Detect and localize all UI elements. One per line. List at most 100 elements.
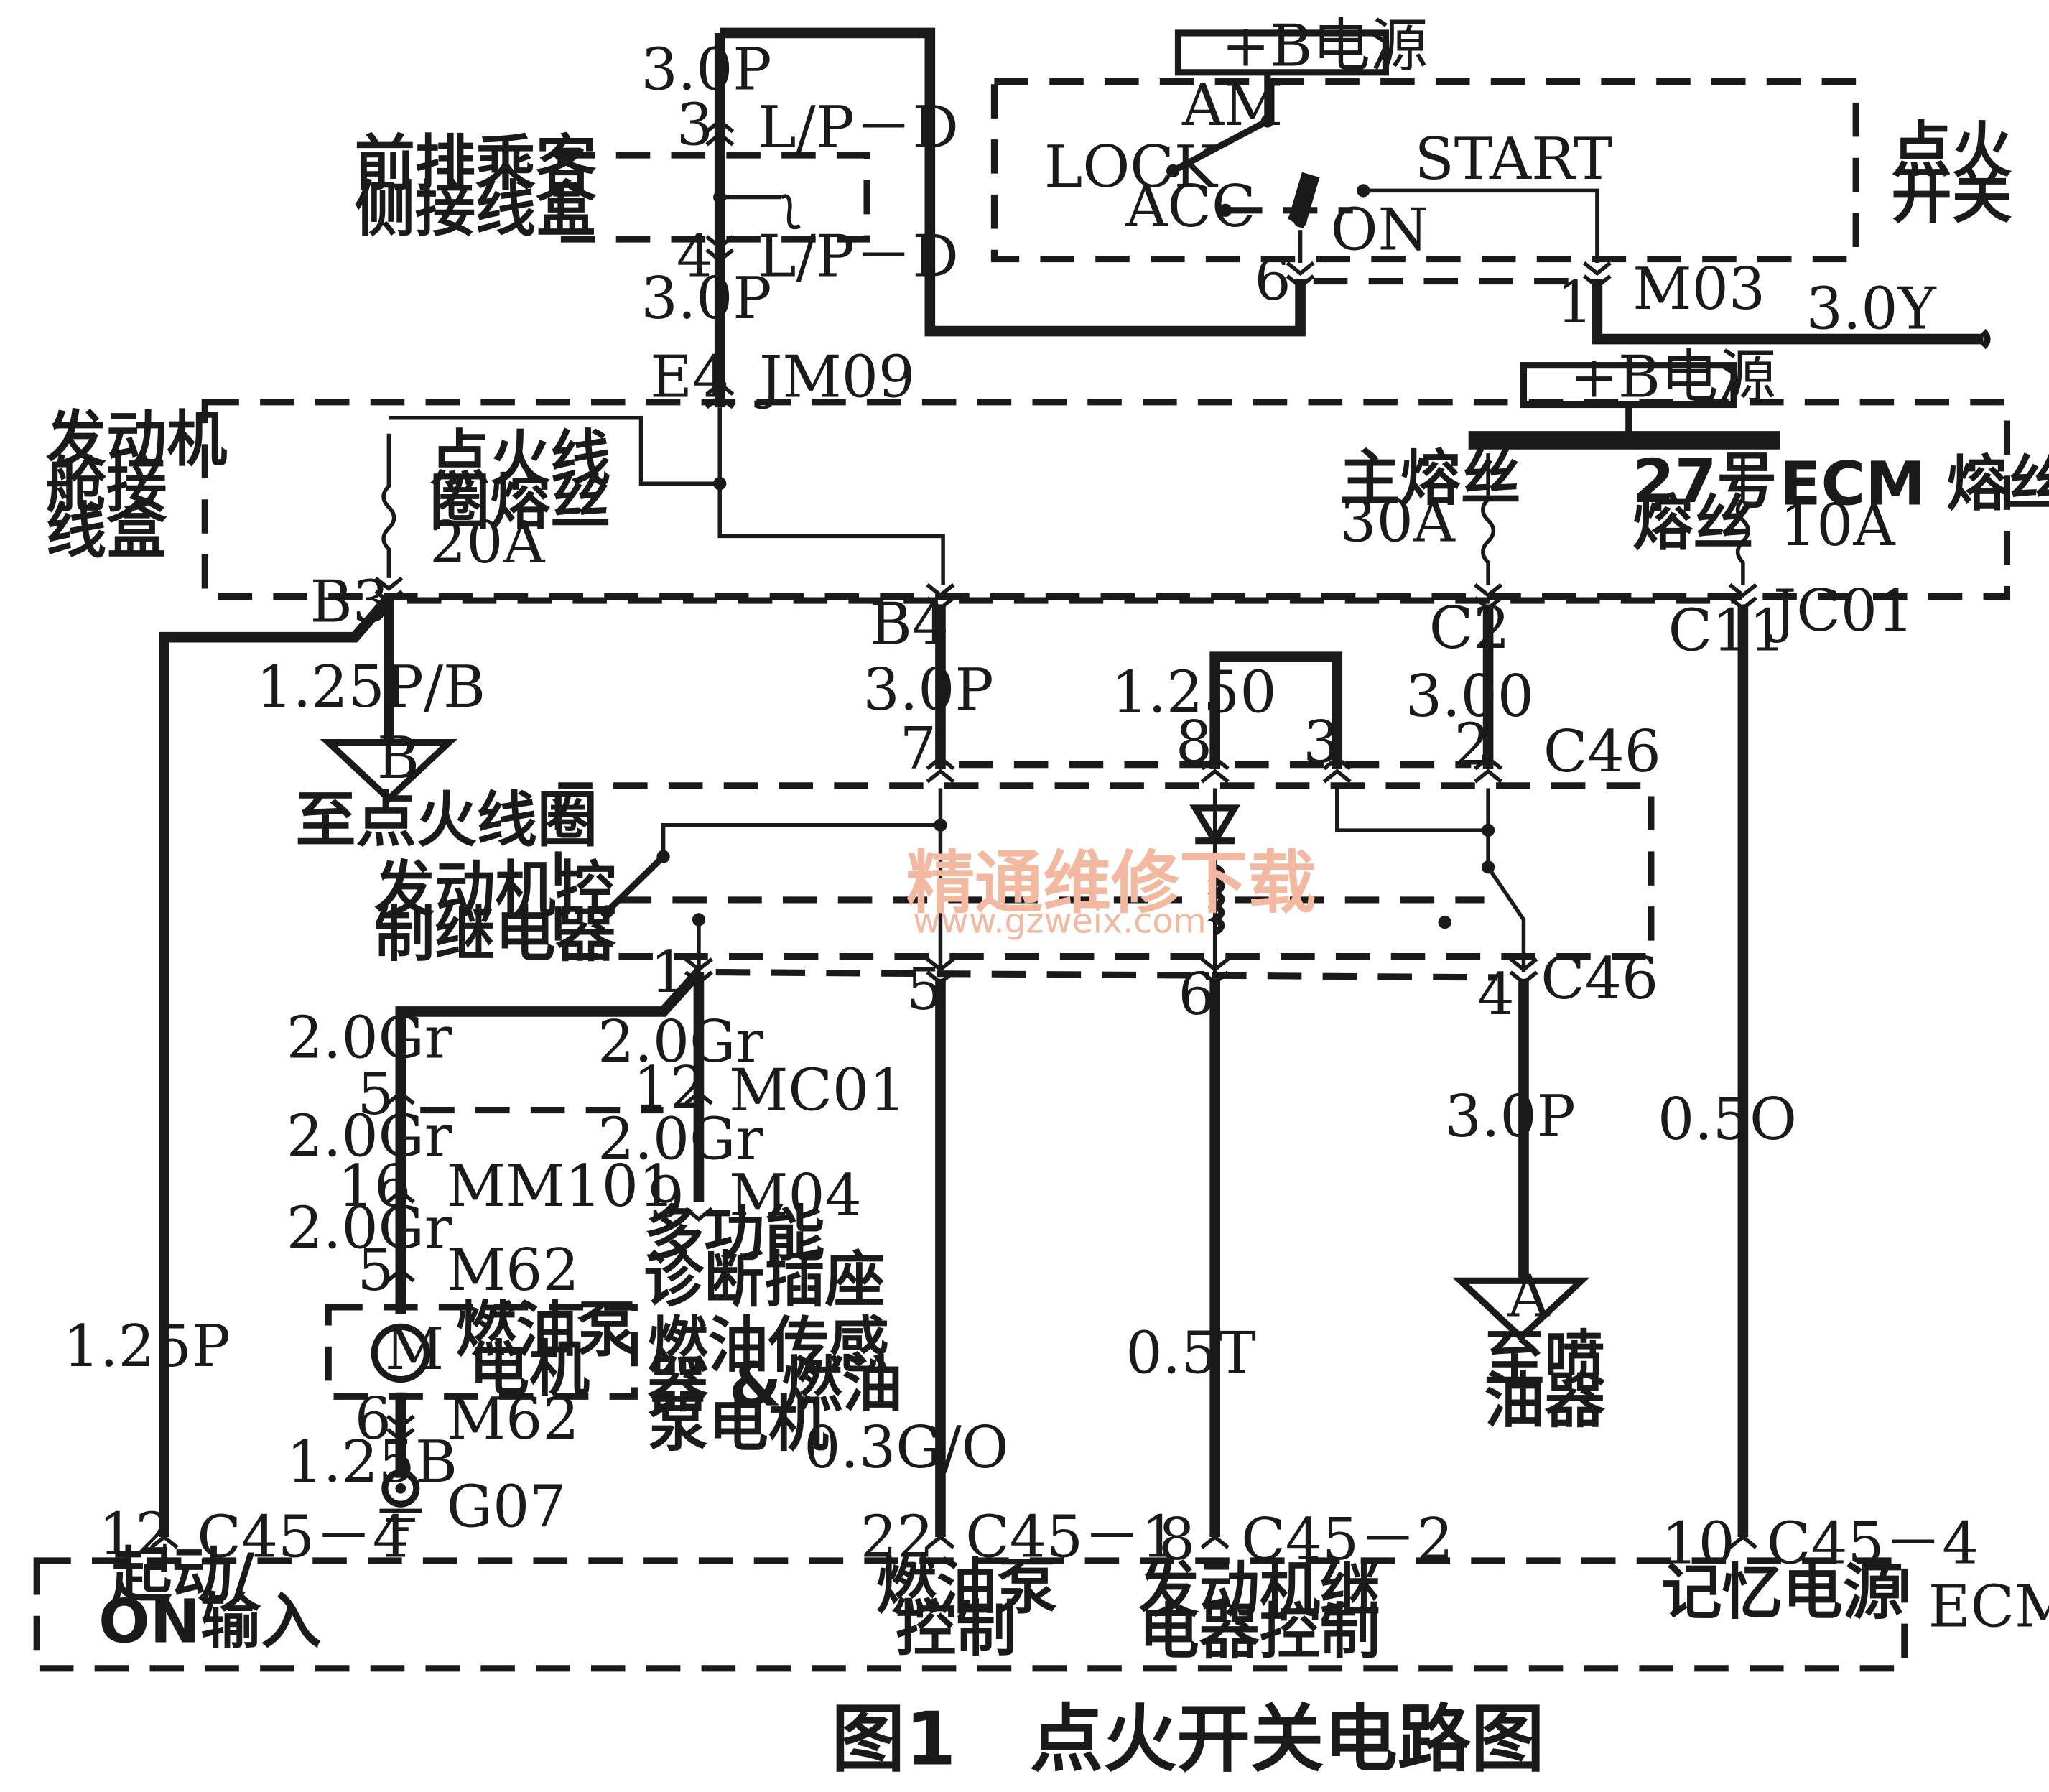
- diag-label-2: 诊断插座: [643, 1245, 885, 1315]
- wire-internal-1: [717, 407, 945, 585]
- relay-pin-7: 7: [900, 715, 937, 782]
- relay-contact-left: [661, 788, 943, 972]
- wire-start-output: [1592, 278, 1984, 345]
- wire-label-0-5t: 0.5T: [1125, 1319, 1256, 1386]
- main-fuse-amp: 30A: [1339, 488, 1455, 555]
- sensor-label-1: 燃油传感: [648, 1310, 889, 1380]
- fuel-pump-box: [325, 1304, 638, 1400]
- fuse27-label-2: 熔丝: [1632, 488, 1753, 558]
- switch-pos-start: START: [1415, 125, 1612, 192]
- conn-mm101: MM101: [447, 1152, 675, 1220]
- ignition-switch-title-1: 点火: [1892, 115, 2012, 185]
- wire-label-0-3go: 0.3G/O: [804, 1413, 1008, 1481]
- passenger-junction-label-1: 前排乘客: [355, 128, 596, 198]
- wire-junction-bypass: [722, 194, 801, 230]
- ecm-fn-pump-1: 燃油泵: [876, 1552, 1057, 1622]
- wire-label-c2-3-00: 3.00: [1406, 662, 1534, 730]
- ecm-fn-relay-2: 电器控制: [1139, 1597, 1380, 1667]
- watermark-url: www.gzweix.com: [913, 902, 1207, 942]
- relay-pin-4: 4: [1477, 960, 1514, 1028]
- fuse27-label-1: 27号: [1632, 446, 1777, 516]
- junction-conn-jc01: JC01: [1768, 577, 1914, 644]
- junction-pin-c11: C11: [1668, 597, 1786, 664]
- ecm-fuse-amp: 10A: [1780, 491, 1895, 559]
- relay-coil: [1207, 864, 1225, 936]
- passenger-conn-bottom: L/P－D: [758, 222, 959, 289]
- relay-contact-right: [1335, 788, 1526, 972]
- switch-start-line: [1363, 188, 1599, 263]
- ecm-fn-start-on-1: 起动/: [111, 1540, 254, 1610]
- switch-pos-am: AM: [1181, 71, 1283, 139]
- passenger-junction-label-2: 侧接线盒: [355, 174, 597, 244]
- relay-label-1: 发动机控: [374, 855, 615, 925]
- wire-label-2-0gr-2: 2.0Gr: [598, 1008, 763, 1075]
- injector-destination-1: 至喷: [1485, 1324, 1605, 1394]
- ecm-fuse-label: ECM 熔丝: [1780, 449, 2049, 519]
- wire-label-jump-1-250: 1.250: [1111, 658, 1276, 725]
- engine-junction-label-1: 发动机: [46, 404, 227, 474]
- sensor-label-3: 泵电机: [648, 1389, 829, 1459]
- relay-label-2: 制继电器: [374, 899, 616, 970]
- watermark-main: 精通维修下载: [906, 844, 1316, 923]
- relay-diode: [1189, 804, 1241, 848]
- conn-m62-top: M62: [447, 1236, 580, 1304]
- ignition-switch-title-2: 开关: [1892, 161, 2012, 231]
- junction-pin-b4: B4: [870, 590, 949, 657]
- wire-ignition-loop: [720, 27, 1306, 337]
- ground-g07: G07: [447, 1472, 567, 1540]
- diag-pin-9: 9: [648, 1164, 684, 1232]
- wire-label-top-3-0p: 3.0P: [641, 36, 771, 103]
- switch-pin-1: 1: [1556, 268, 1593, 335]
- injector-tag-a: A: [1507, 1263, 1551, 1330]
- motor-label-1: 燃油泵: [456, 1294, 637, 1365]
- wire-label-b4-3-0p: 3.0P: [863, 656, 994, 723]
- junction-conn-jm09: JM09: [754, 343, 915, 411]
- ecm-pin-22: 22: [860, 1503, 934, 1570]
- relay-box: [554, 782, 1655, 960]
- ecm-fn-pump-2: 控制: [896, 1594, 1016, 1664]
- passenger-junction-box: [557, 152, 870, 243]
- ecm-pin-10: 10: [1661, 1510, 1734, 1577]
- motor-symbol-m: M: [385, 1315, 444, 1383]
- switch-conn-m03: M03: [1632, 255, 1765, 322]
- injector-triangle: [1452, 1277, 1590, 1342]
- junction-pin-c2: C2: [1429, 594, 1510, 661]
- wire-label-2-0gr-5: 2.0Gr: [287, 1194, 452, 1262]
- engine-junction-label-2: 舱接: [46, 450, 167, 520]
- engine-junction-label-3: 线盒: [46, 496, 167, 566]
- conn-mc01: MC01: [729, 1057, 906, 1124]
- coil-fuse-amp: 20A: [429, 509, 545, 576]
- power-source-fuse: +B电源: [1569, 343, 1775, 411]
- ecm-conn-c45-1: C45－1: [965, 1503, 1178, 1570]
- engine-junction-box: [201, 399, 2011, 600]
- ecm-label: ECM: [1928, 1572, 2049, 1640]
- connector-link-relay-bottom: [715, 969, 1497, 981]
- passenger-conn-top: L/P－D: [758, 93, 959, 161]
- coil-destination: 至点火线圈: [295, 785, 598, 855]
- figure-caption: 图1 点火开关电路图: [832, 1696, 1545, 1782]
- injector-destination-2: 油器: [1485, 1365, 1606, 1436]
- relay-conn-c46-bottom: C46: [1541, 944, 1658, 1012]
- coil-fuse-symbol: [381, 433, 396, 578]
- pump-pin-16: 16: [338, 1152, 411, 1220]
- junction-pin-b3: B3: [310, 567, 389, 635]
- wire-label-bottom-3-0p: 3.0P: [641, 264, 771, 332]
- ecm-conn-c45-4-b: C45－4: [1767, 1510, 1979, 1577]
- ecm-conn-c45-4-a: C45－4: [197, 1503, 409, 1570]
- switch-pos-acc: ACC: [1125, 172, 1255, 240]
- connector-markers: [149, 118, 1757, 1549]
- sensor-label-2: 器 &燃油: [648, 1350, 903, 1420]
- switch-lever: [1171, 118, 1269, 175]
- wire-label-0-5o: 0.5O: [1658, 1085, 1797, 1153]
- coil-fuse-label-2: 圈熔丝: [429, 467, 610, 537]
- coil-tag-b: B: [377, 724, 419, 791]
- wire-jumper-8-3: [1209, 651, 1343, 769]
- relay-pin-3: 3: [1303, 708, 1339, 776]
- conn-m62-bottom: M62: [447, 1385, 580, 1452]
- power-source-top-box: [1174, 29, 1390, 76]
- diag-label-1: 多功能: [643, 1199, 824, 1269]
- relay-conn-c46-top: C46: [1543, 718, 1661, 785]
- passenger-pin-4: 4: [677, 222, 713, 289]
- junction-pin-e4: E4: [650, 343, 729, 411]
